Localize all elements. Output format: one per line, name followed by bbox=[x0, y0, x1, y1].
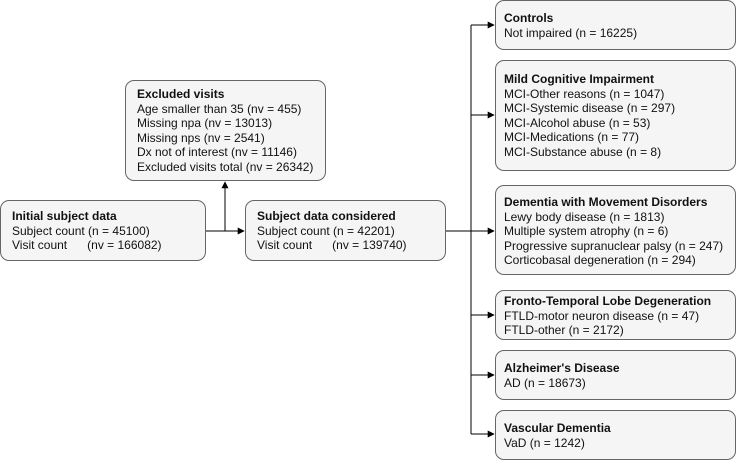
excluded-line: Excluded visits total (nv = 26342) bbox=[137, 159, 314, 174]
mci-line: MCI-Other reasons (n = 1047) bbox=[504, 86, 665, 101]
vad-box: Vascular Dementia VaD (n = 1242) bbox=[495, 410, 736, 460]
controls-line: Not impaired (n = 16225) bbox=[504, 25, 638, 40]
initial-subject-data-title: Initial subject data bbox=[12, 209, 117, 223]
ad-title: Alzheimer's Disease bbox=[504, 361, 620, 375]
dmd-line: Multiple system atrophy (n = 6) bbox=[504, 224, 669, 238]
excluded-visits-box: Excluded visits Age smaller than 35 (nv … bbox=[125, 80, 326, 181]
ftld-line: FTLD-other (n = 2172) bbox=[504, 323, 624, 337]
excluded-line: Missing nps (nv = 2541) bbox=[137, 130, 265, 145]
dmd-line: Lewy body disease (n = 1813) bbox=[504, 209, 665, 224]
subject-data-considered-box: Subject data considered Subject count (n… bbox=[245, 200, 446, 261]
excluded-line: Age smaller than 35 (nv = 455) bbox=[137, 101, 302, 116]
dmd-line: Corticobasal degeneration (n = 294) bbox=[504, 253, 696, 267]
mci-title: Mild Cognitive Impairment bbox=[504, 72, 655, 86]
controls-box: Controls Not impaired (n = 16225) bbox=[495, 0, 736, 50]
mci-line: MCI-Systemic disease (n = 297) bbox=[504, 101, 676, 115]
dmd-line: Progressive supranuclear palsy (n = 247) bbox=[504, 238, 724, 253]
excluded-line: Missing npa (nv = 13013) bbox=[137, 116, 273, 130]
ad-box: Alzheimer's Disease AD (n = 18673) bbox=[495, 350, 736, 400]
considered-line: Subject count (n = 42201) bbox=[257, 223, 395, 238]
considered-line: Visit count (nv = 139740) bbox=[257, 238, 407, 252]
dmd-title: Dementia with Movement Disorders bbox=[504, 195, 708, 209]
vad-line: VaD (n = 1242) bbox=[504, 435, 585, 450]
ftld-box: Fronto-Temporal Lobe Degeneration FTLD-m… bbox=[495, 290, 736, 340]
mci-line: MCI-Medications (n = 77) bbox=[504, 130, 640, 144]
mci-box: Mild Cognitive Impairment MCI-Other reas… bbox=[495, 60, 736, 171]
initial-line: Visit count (nv = 166082) bbox=[12, 238, 162, 252]
dmd-box: Dementia with Movement Disorders Lewy bo… bbox=[495, 185, 736, 275]
initial-subject-data-box: Initial subject data Subject count (n = … bbox=[0, 200, 206, 261]
controls-title: Controls bbox=[504, 11, 554, 25]
vad-title: Vascular Dementia bbox=[504, 421, 611, 435]
ftld-line: FTLD-motor neuron disease (n = 47) bbox=[504, 308, 700, 323]
subject-data-considered-title: Subject data considered bbox=[257, 209, 396, 223]
initial-line: Subject count (n = 45100) bbox=[12, 223, 150, 238]
mci-line: MCI-Substance abuse (n = 8) bbox=[504, 144, 662, 159]
ad-line: AD (n = 18673) bbox=[504, 375, 586, 390]
excluded-visits-title: Excluded visits bbox=[137, 87, 225, 101]
ftld-title: Fronto-Temporal Lobe Degeneration bbox=[504, 294, 712, 308]
excluded-line: Dx not of interest (nv = 11146) bbox=[137, 145, 297, 159]
mci-line: MCI-Alcohol abuse (n = 53) bbox=[504, 115, 651, 130]
